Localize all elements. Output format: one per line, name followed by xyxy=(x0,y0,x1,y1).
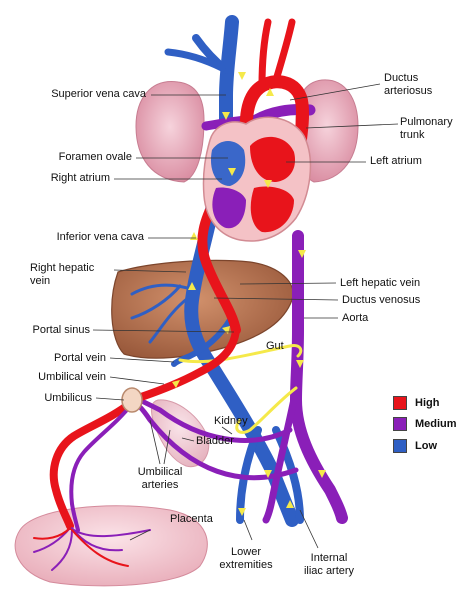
label-lower-extremities: Lower extremities xyxy=(219,546,273,571)
ductus-venosus xyxy=(197,193,241,335)
left-atrium-chamber xyxy=(250,136,296,182)
label-inferior-vena-cava: Inferior vena cava xyxy=(56,231,144,243)
label-portal-vein: Portal vein xyxy=(54,352,106,364)
legend-item-high: High xyxy=(393,395,439,411)
legend-item-medium: Medium xyxy=(393,416,457,432)
placenta xyxy=(14,505,208,587)
right-ventricle xyxy=(212,187,246,229)
label-left-hepatic-vein: Left hepatic vein xyxy=(340,277,421,289)
portal-vein xyxy=(171,317,233,367)
label-pulmonary-trunk: Pulmonary trunk xyxy=(400,116,453,141)
label-right-hepatic-vein: Right hepatic vein xyxy=(30,262,95,287)
legend-label-low: Low xyxy=(415,440,437,452)
aortic-arch xyxy=(239,75,309,167)
label-aorta: Aorta xyxy=(342,312,369,324)
right-hepatic-vein xyxy=(130,283,196,344)
label-umbilicus: Umbilicus xyxy=(44,392,92,404)
legend-swatch-low xyxy=(393,439,407,453)
label-umbilical-vein: Umbilical vein xyxy=(38,371,106,383)
gut-loop xyxy=(178,344,303,364)
label-ductus-venosus: Ductus venosus xyxy=(342,294,421,306)
label-right-atrium: Right atrium xyxy=(50,172,110,184)
label-foramen-ovale: Foramen ovale xyxy=(58,151,132,163)
label-umbilical-arteries: Umbilical arteries xyxy=(137,466,183,491)
label-bladder: Bladder xyxy=(196,435,234,447)
label-kidney: Kidney xyxy=(214,415,248,427)
label-gut: Gut xyxy=(266,340,284,352)
aorta xyxy=(289,230,348,524)
legend-swatch-medium xyxy=(393,417,407,431)
label-left-atrium: Left atrium xyxy=(370,155,422,167)
legend-item-low: Low xyxy=(393,438,437,454)
leader-lines xyxy=(92,83,399,549)
label-internal-iliac-artery: Internal iliac artery xyxy=(303,552,355,577)
label-ductus-arteriosus: Ductus arteriosus xyxy=(384,72,433,97)
label-portal-sinus: Portal sinus xyxy=(32,324,90,336)
flow-arrows xyxy=(172,72,326,516)
umbilical-cord xyxy=(49,398,136,530)
legend-label-medium: Medium xyxy=(415,418,457,430)
left-ventricle xyxy=(250,186,294,233)
umbilical-vein xyxy=(134,326,240,402)
right-lung xyxy=(135,81,205,183)
right-atrium-chamber xyxy=(210,141,246,186)
label-placenta: Placenta xyxy=(170,513,213,525)
superior-vena-cava xyxy=(219,15,239,157)
legend-swatch-high xyxy=(393,396,407,410)
label-superior-vena-cava: Superior vena cava xyxy=(51,88,146,100)
legend-label-high: High xyxy=(415,397,440,409)
placental-vessels xyxy=(33,527,151,571)
umbilicus xyxy=(121,387,143,413)
